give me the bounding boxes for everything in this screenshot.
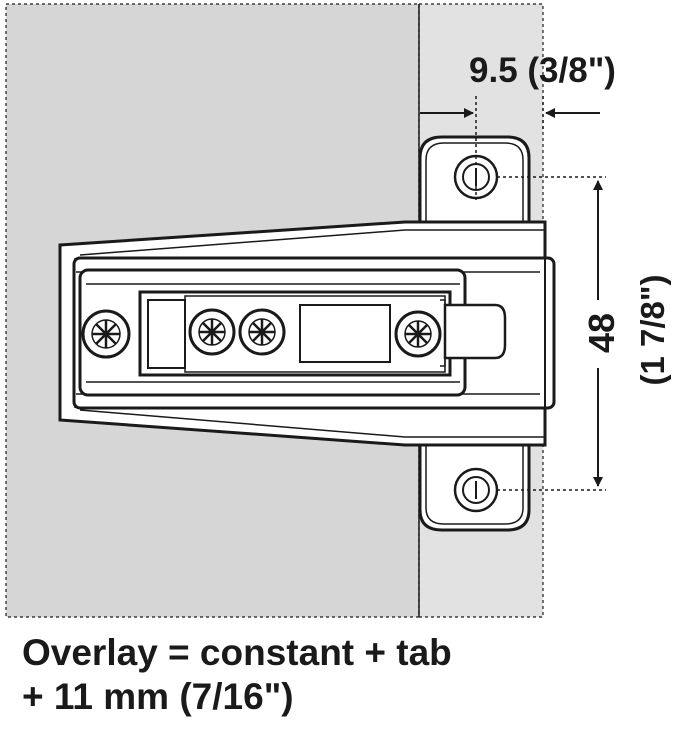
hinge-diagram: 9.5 (3/8") 48 (1 7/8") xyxy=(5,3,671,618)
caption-line-1: Overlay = constant + tab xyxy=(22,632,452,673)
vertical-dimension-in-label: (1 7/8") xyxy=(634,274,671,385)
horizontal-dimension xyxy=(420,96,600,200)
adjustment-screw-3-icon xyxy=(394,310,442,358)
adjustment-screw-1-icon xyxy=(188,308,236,356)
vertical-dimension xyxy=(497,176,606,491)
vertical-dimension-mm-label: 48 xyxy=(581,313,622,353)
tab-screw-bottom-icon xyxy=(453,467,499,513)
adjustment-screw-2-icon xyxy=(238,308,286,356)
horizontal-dimension-label: 9.5 (3/8") xyxy=(469,51,616,90)
caption-line-2: + 11 mm (7/16") xyxy=(22,676,294,717)
tab-inner-outline xyxy=(425,142,524,525)
mounting-screw-left-icon xyxy=(81,309,131,359)
